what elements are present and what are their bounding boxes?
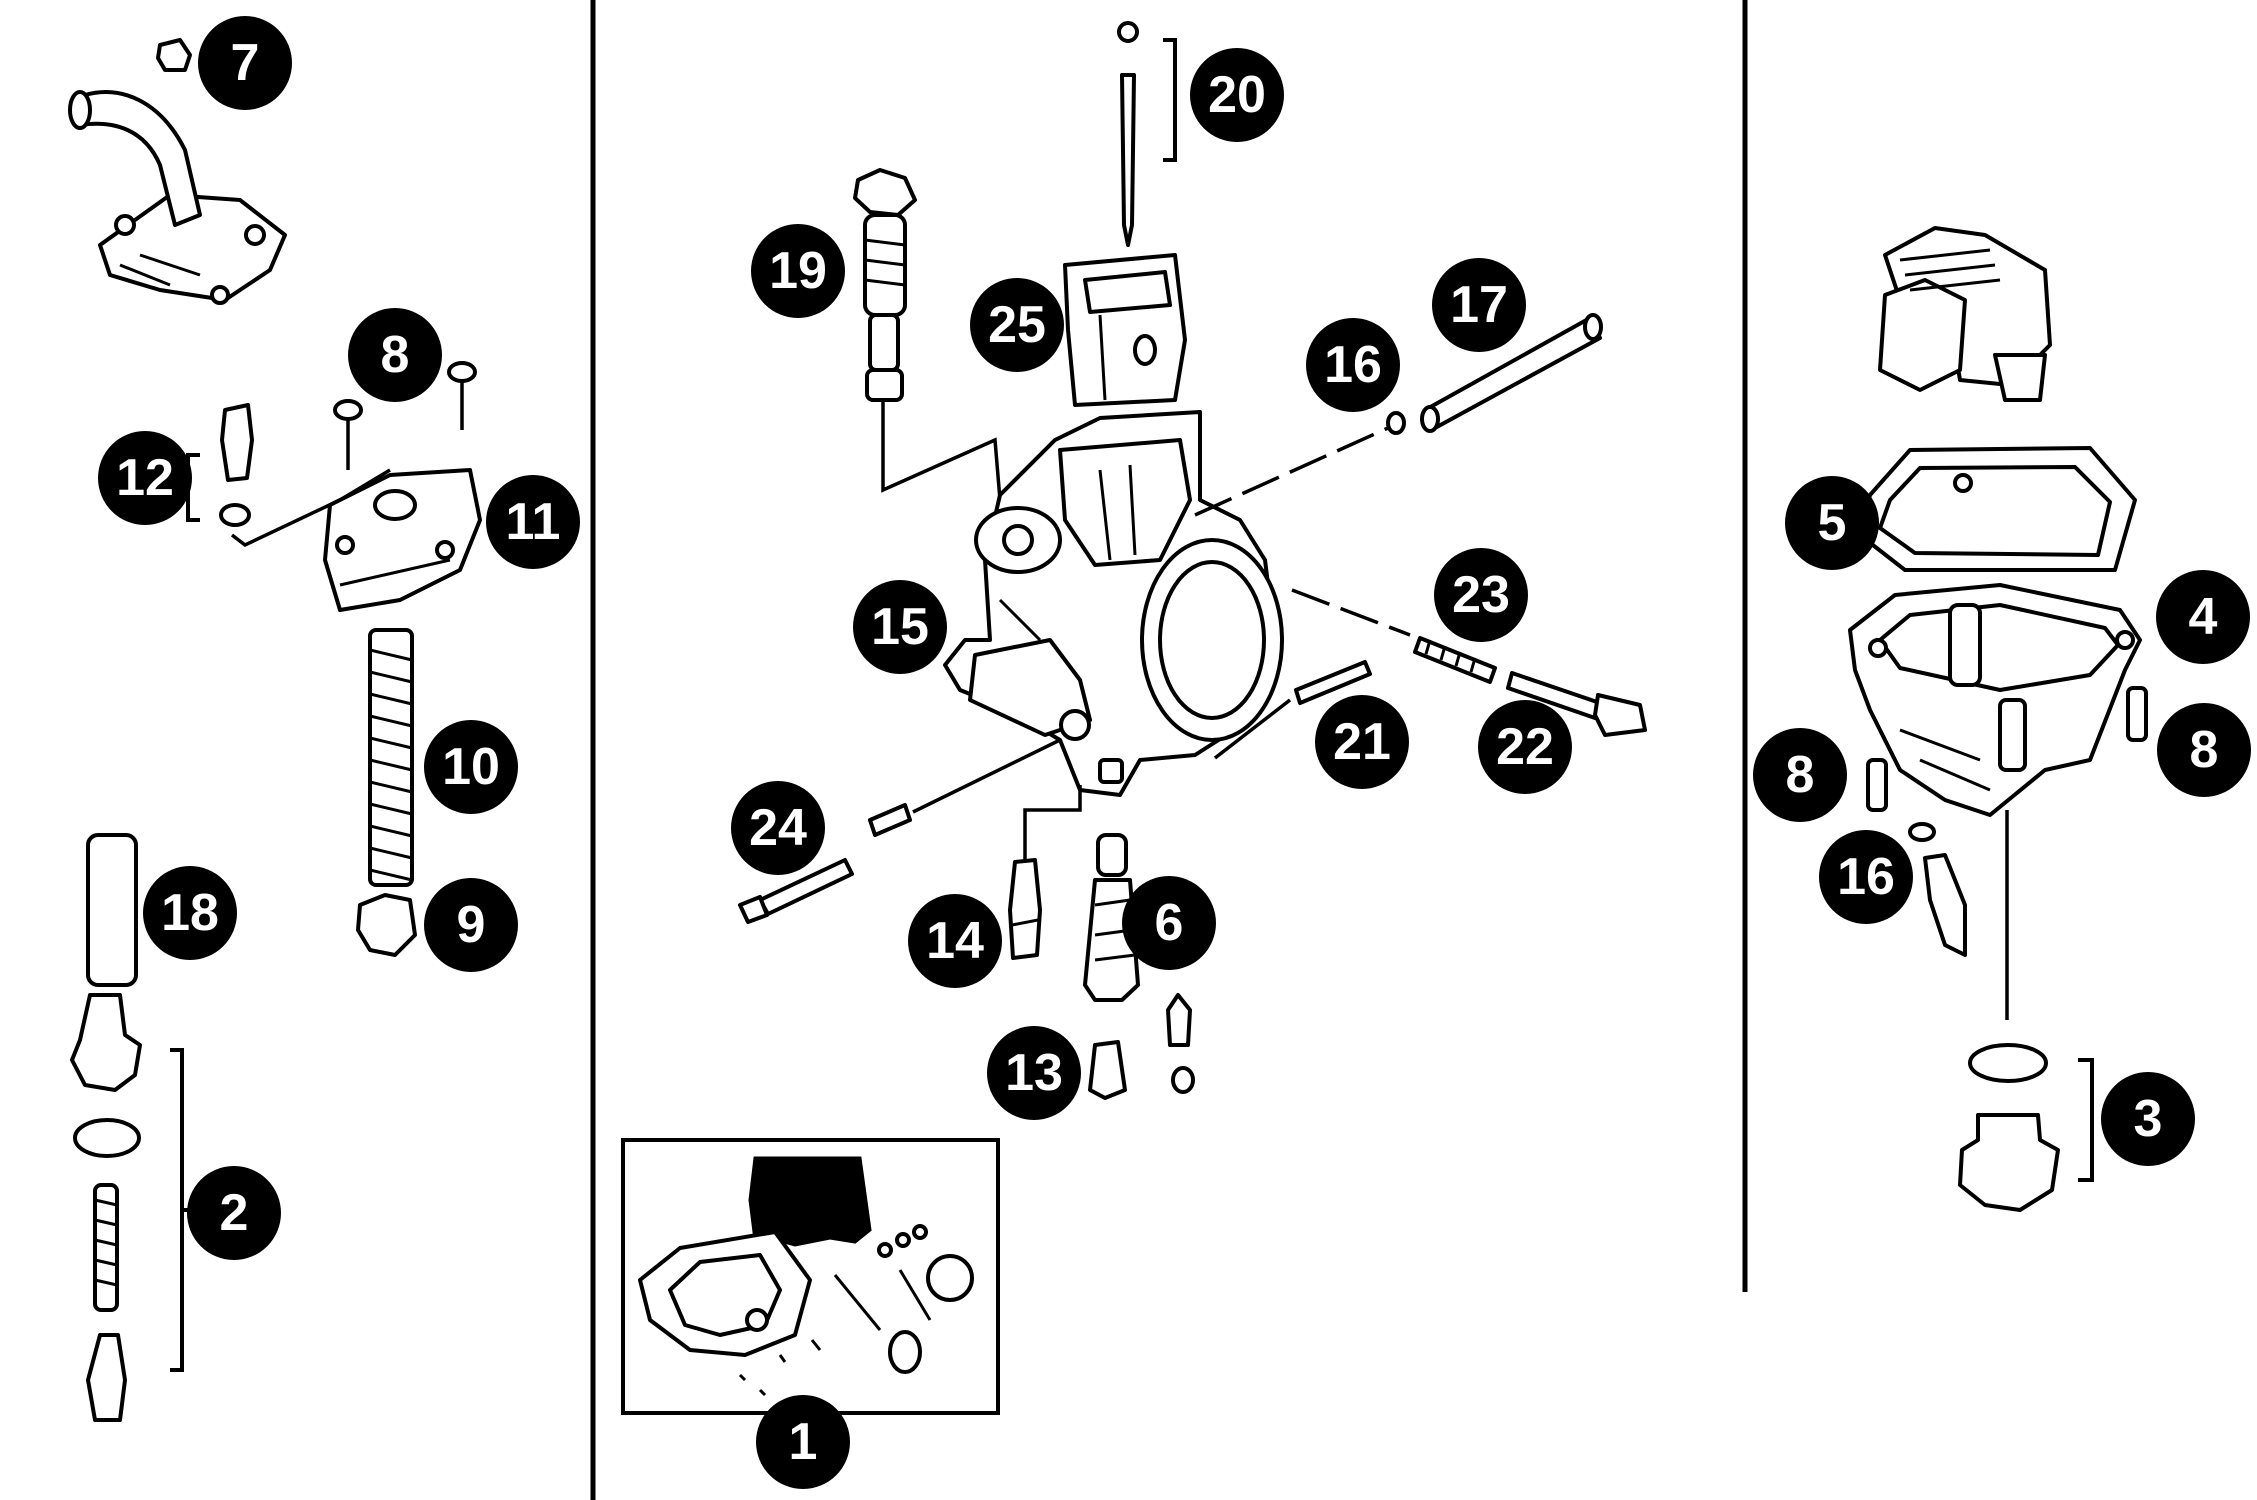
- callout-badge: 12: [98, 431, 192, 525]
- callout-label: 23: [1452, 566, 1510, 624]
- callout-badge: 15: [853, 580, 947, 674]
- callout-badge: 22: [1478, 700, 1572, 794]
- drain-tube-part: [1908, 822, 1967, 957]
- chamber-cover-part: [323, 468, 482, 612]
- callout-label: 25: [988, 296, 1046, 354]
- bolt-assembly-part: [70, 993, 142, 1422]
- jet-needle-part: [1117, 21, 1139, 247]
- callout-badge: 11: [486, 475, 580, 569]
- bracket: [2078, 1058, 2094, 1182]
- callout-badge: 8: [1753, 728, 1847, 822]
- callout-label: 19: [769, 242, 827, 300]
- leader-line: [881, 400, 1002, 501]
- callout-badge: 7: [198, 16, 292, 110]
- callout-badge: 4: [2156, 570, 2250, 664]
- callout-badge: 8: [2157, 703, 2251, 797]
- callout-label: 6: [1155, 894, 1184, 952]
- callout-badge: 6: [1122, 876, 1216, 970]
- callout-badge: 14: [908, 894, 1002, 988]
- callout-badge: 20: [1190, 48, 1284, 142]
- pilot-jet-part: [1008, 858, 1042, 960]
- pin-part: [1294, 660, 1372, 705]
- repair-kit-part: [621, 1138, 1000, 1415]
- callout-badge: 17: [1432, 258, 1526, 352]
- cap-part: [156, 38, 192, 72]
- spring-small-part: [1413, 636, 1497, 684]
- adjust-screw-part: [738, 803, 912, 924]
- o-ring-part: [1386, 411, 1406, 435]
- leader-line: [912, 738, 1061, 814]
- callout-badge: 8: [348, 308, 442, 402]
- idle-screw-part: [1506, 671, 1647, 737]
- callout-label: 1: [789, 1413, 818, 1471]
- callout-badge: 24: [731, 781, 825, 875]
- callout-badge: 1: [756, 1395, 850, 1489]
- leader-line: [1213, 698, 1292, 760]
- top-cover-elbow-part: [68, 90, 287, 305]
- callout-label: 3: [2134, 1090, 2163, 1148]
- callout-label: 14: [926, 912, 984, 970]
- callout-label: 20: [1208, 66, 1266, 124]
- main-jet-part: [1088, 1040, 1127, 1100]
- pilot-screw-part: [853, 168, 917, 402]
- callout-label: 11: [506, 493, 561, 551]
- callout-label: 2: [220, 1184, 249, 1242]
- callout-label: 10: [442, 738, 500, 796]
- callout-badge: 21: [1315, 695, 1409, 789]
- callout-badge: 19: [751, 224, 845, 318]
- screw-part: [333, 361, 477, 470]
- leader-line: [1194, 426, 1389, 517]
- callout-badge: 9: [424, 878, 518, 972]
- callout-label: 24: [749, 799, 807, 857]
- callout-label: 13: [1005, 1044, 1063, 1102]
- float-part: [1878, 226, 2052, 402]
- callout-label: 18: [161, 884, 219, 942]
- throttle-slide-part: [1063, 253, 1187, 407]
- callout-label: 22: [1496, 718, 1554, 776]
- callout-label: 8: [2190, 721, 2219, 779]
- callout-badge: 2: [187, 1166, 281, 1260]
- callout-label: 9: [457, 896, 486, 954]
- callout-label: 16: [1324, 336, 1382, 394]
- leader-line: [230, 468, 391, 548]
- leader-line: [1291, 588, 1411, 637]
- callout-label: 4: [2189, 588, 2218, 646]
- callout-badge: 18: [143, 866, 237, 960]
- callout-label: 7: [231, 34, 260, 92]
- callout-badge: 3: [2101, 1072, 2195, 1166]
- drain-plug-part: [1958, 1043, 2060, 1212]
- callout-label: 21: [1333, 713, 1391, 771]
- callout-badge: 13: [987, 1026, 1081, 1120]
- callout-badge: 16: [1306, 318, 1400, 412]
- carburetor-body-part: [943, 410, 1284, 797]
- spring-part: [368, 628, 414, 887]
- nut-part: [356, 893, 417, 957]
- float-needle-part: [1166, 993, 1195, 1094]
- callout-badge: 25: [970, 278, 1064, 372]
- callout-badge: 5: [1785, 476, 1879, 570]
- leader-line: [1023, 785, 1082, 872]
- gasket-part: [1858, 446, 2137, 572]
- callout-label: 8: [381, 326, 410, 384]
- callout-label: 17: [1450, 276, 1508, 334]
- callout-label: 5: [1818, 494, 1847, 552]
- shaft-part: [1420, 313, 1603, 433]
- callout-badge: 16: [1819, 830, 1913, 924]
- callout-label: 8: [1786, 746, 1815, 804]
- callout-label: 16: [1837, 848, 1895, 906]
- callout-badge: 23: [1434, 548, 1528, 642]
- bracket: [1163, 38, 1177, 162]
- sleeve-part: [86, 833, 138, 987]
- callout-label: 12: [116, 449, 174, 507]
- float-bowl-part: [1848, 583, 2142, 817]
- jet-washer-part: [219, 403, 254, 527]
- callout-label: 15: [871, 598, 929, 656]
- screw-part: [1866, 686, 2148, 812]
- callout-badge: 10: [424, 720, 518, 814]
